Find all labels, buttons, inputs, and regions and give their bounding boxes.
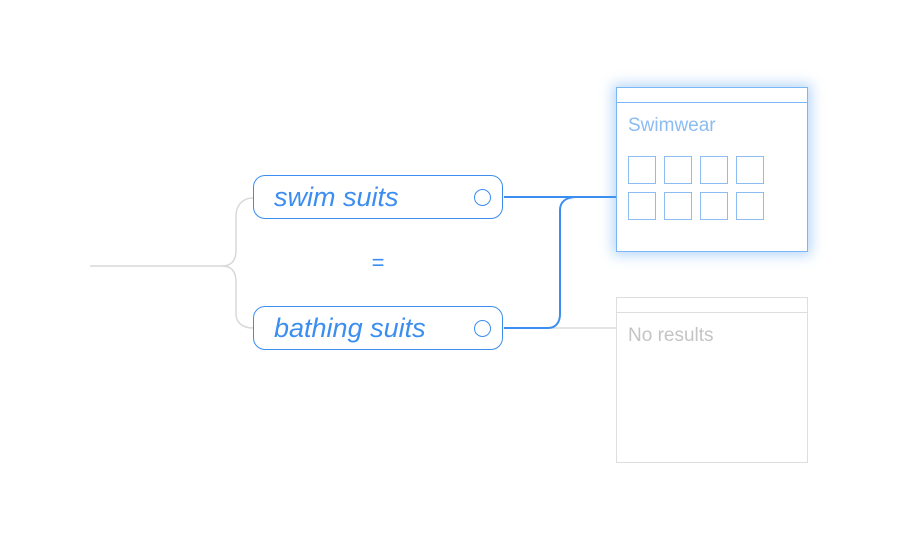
product-thumbnail[interactable]	[700, 156, 728, 184]
query-label: bathing suits	[274, 312, 426, 343]
results-panel-swimwear: Swimwear	[616, 87, 808, 252]
root-connector-lower	[221, 265, 254, 329]
product-thumbnail[interactable]	[664, 156, 692, 184]
root-connector	[90, 197, 254, 267]
query-label: swim suits	[274, 181, 399, 212]
results-panel-empty: No results	[616, 297, 808, 463]
product-thumbnail[interactable]	[628, 156, 656, 184]
panel-title: Swimwear	[628, 115, 716, 136]
panel-title-bar	[617, 88, 807, 103]
query-pill-swim-suits[interactable]: swim suits	[253, 175, 503, 219]
product-thumbnail-grid	[628, 156, 768, 220]
product-thumbnail[interactable]	[736, 156, 764, 184]
product-thumbnail[interactable]	[736, 192, 764, 220]
radio-circle-icon[interactable]	[474, 188, 491, 206]
match-connector-bottom	[504, 196, 616, 329]
product-thumbnail[interactable]	[664, 192, 692, 220]
product-thumbnail[interactable]	[700, 192, 728, 220]
product-thumbnail[interactable]	[628, 192, 656, 220]
equivalence-sign: =	[371, 250, 385, 275]
query-pill-bathing-suits[interactable]: bathing suits	[253, 306, 503, 350]
panel-title-bar	[617, 298, 807, 313]
radio-circle-icon[interactable]	[474, 319, 491, 337]
empty-results-message: No results	[628, 325, 714, 346]
